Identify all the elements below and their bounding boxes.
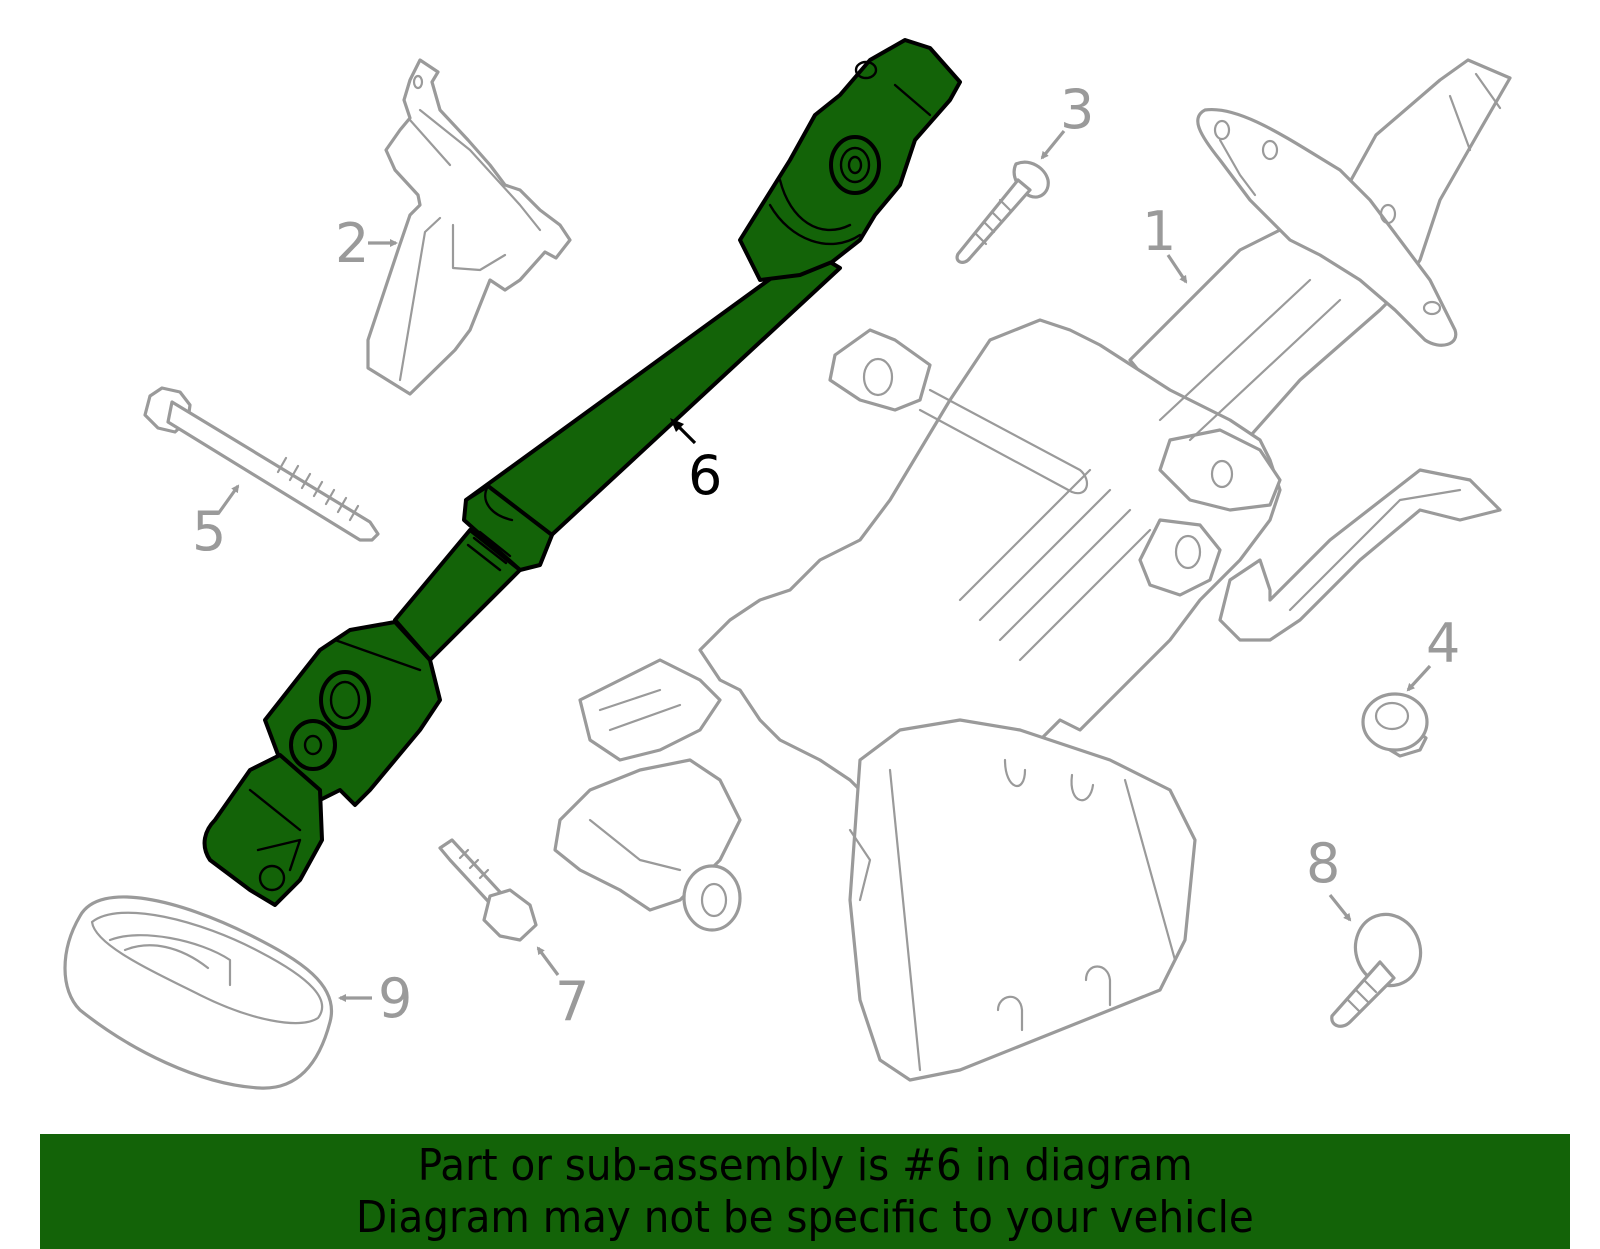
callout-6: 6 <box>670 418 722 507</box>
part-5-bolt[interactable] <box>143 386 380 542</box>
callout-2: 2 <box>335 212 398 275</box>
part-9-boot[interactable] <box>63 895 334 1090</box>
part-info-banner: Part or sub-assembly is #6 in diagram Di… <box>40 1134 1570 1249</box>
svg-text:8: 8 <box>1306 832 1340 895</box>
svg-text:6: 6 <box>688 444 722 507</box>
part-4-nut[interactable] <box>1361 692 1429 758</box>
parts-diagram: 1 2 3 4 5 6 7 8 9 <box>63 38 1512 1090</box>
svg-text:2: 2 <box>335 212 369 275</box>
callout-3: 3 <box>1040 78 1094 160</box>
svg-text:4: 4 <box>1426 612 1460 675</box>
callout-4: 4 <box>1406 612 1460 692</box>
callout-7: 7 <box>536 946 589 1033</box>
part-3-bolt[interactable] <box>955 160 1050 264</box>
callout-9: 9 <box>338 967 412 1030</box>
banner-disclaimer-line: Diagram may not be specific to your vehi… <box>356 1191 1254 1243</box>
part-1-column[interactable] <box>553 58 1512 1082</box>
svg-text:7: 7 <box>555 970 589 1033</box>
svg-text:1: 1 <box>1142 200 1176 263</box>
callout-8: 8 <box>1306 832 1352 922</box>
svg-text:9: 9 <box>378 967 412 1030</box>
part-6-intermediate-shaft[interactable] <box>202 38 962 907</box>
svg-text:3: 3 <box>1060 78 1094 141</box>
banner-part-line: Part or sub-assembly is #6 in diagram <box>417 1139 1193 1191</box>
part-7-bolt[interactable] <box>438 838 538 942</box>
part-2-bracket[interactable] <box>366 58 572 396</box>
callout-5: 5 <box>192 484 240 563</box>
part-8-bolt[interactable] <box>1330 905 1431 1028</box>
callout-1: 1 <box>1142 200 1188 284</box>
